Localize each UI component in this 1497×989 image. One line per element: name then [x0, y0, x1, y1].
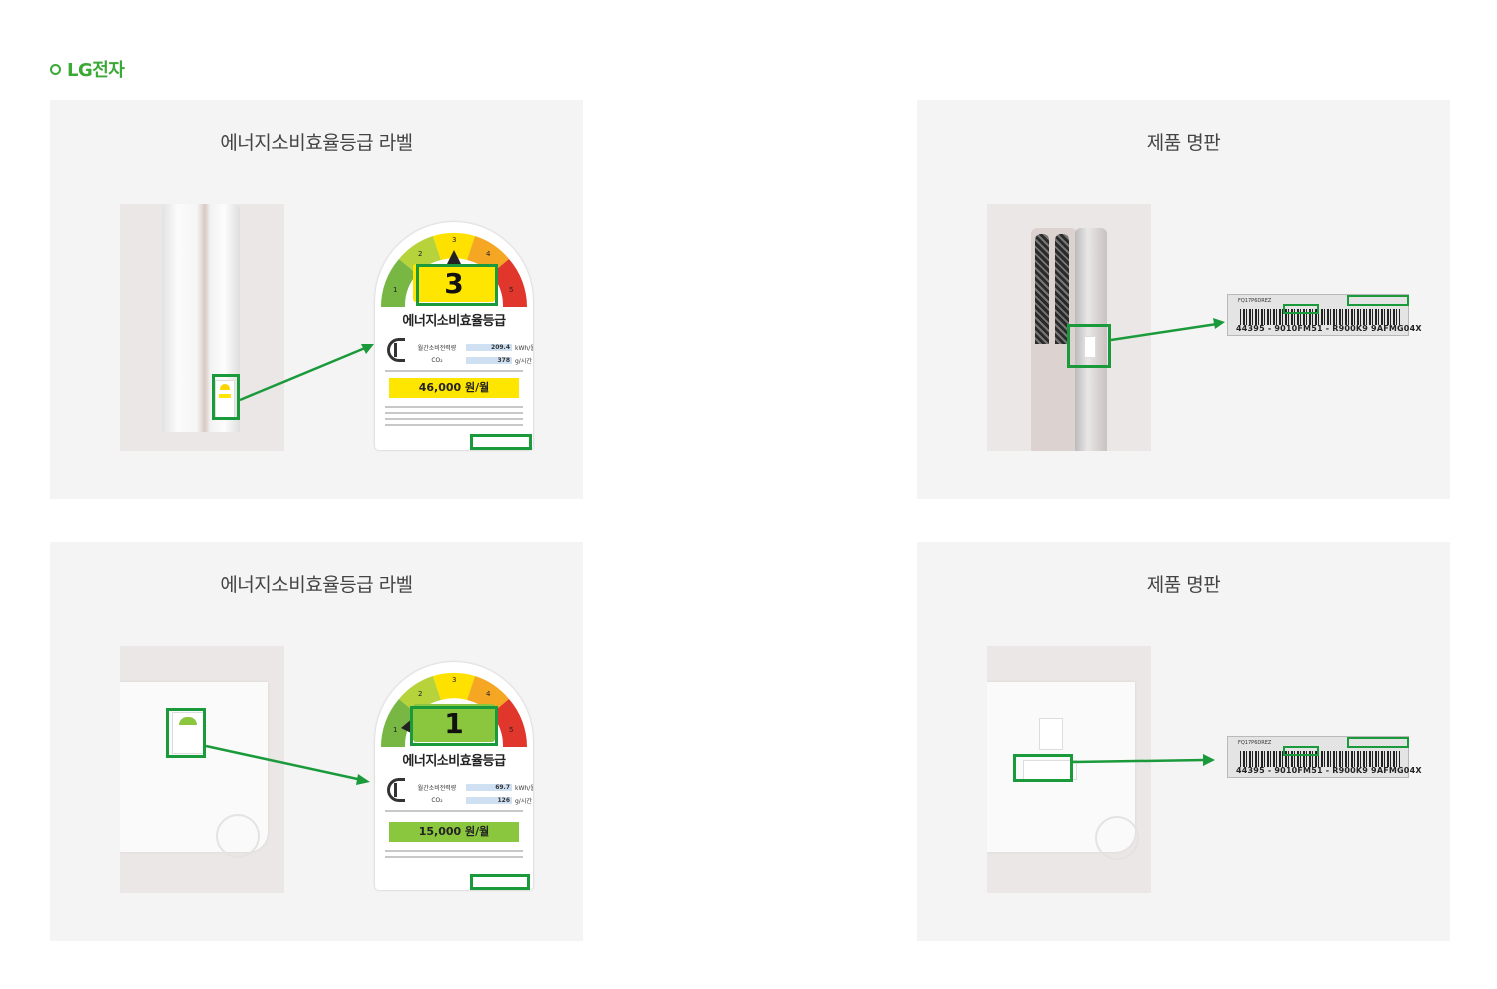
svg-text:1: 1 [393, 286, 397, 294]
label-heading: 에너지소비효율등급 [402, 754, 506, 769]
grade-value: 1 [413, 704, 495, 742]
date-code-highlight [1347, 737, 1409, 748]
svg-text:2: 2 [418, 690, 422, 698]
brand-name: LG전자 [67, 60, 125, 81]
co2-value: 126 [466, 796, 512, 804]
energy-label-panel-wall: 에너지소비효율등급 라벨 1 2 3 4 5 1 에너지소비효율등급 월간소비 [50, 542, 583, 941]
consumption-row: 월간소비전력량 69.7 kWh/월 [417, 783, 533, 792]
grade-highlight [410, 706, 498, 746]
grade-highlight [416, 264, 498, 306]
kc-mark-icon [387, 778, 405, 802]
consumption-value: 69.7 [466, 783, 512, 791]
svg-text:4: 4 [486, 250, 491, 258]
svg-text:2: 2 [418, 250, 422, 258]
panel-title: 에너지소비효율등급 라벨 [220, 132, 413, 154]
circle-icon [50, 63, 61, 75]
nameplate-panel-stand: 제품 명판 FQ17P6DREZ 44395 - 9010FM51 - R900… [917, 100, 1450, 499]
co2-value: 378 [466, 356, 512, 364]
nameplate-highlight [1067, 324, 1111, 368]
monthly-cost: 46,000 원/월 [389, 378, 519, 398]
barcode [1240, 751, 1400, 767]
product-photo-stand [120, 204, 284, 451]
svg-text:3: 3 [452, 236, 456, 244]
energy-label-panel-stand: 에너지소비효율등급 라벨 1 2 3 4 5 3 에너지소비효율등급 월간 [50, 100, 583, 499]
label-heading: 에너지소비효율등급 [402, 314, 506, 329]
grade-gauge: 1 2 3 4 5 [381, 232, 527, 307]
product-photo-wall-side [987, 646, 1151, 893]
nameplate-sticker [1084, 336, 1096, 358]
serial-highlight [1283, 746, 1319, 756]
date-highlight [470, 874, 530, 890]
svg-text:5: 5 [509, 286, 513, 294]
pointer-arrow [1072, 754, 1215, 766]
label-sticker [172, 712, 204, 754]
nameplate-label: FQ17P6DREZ 44395 - 9010FM51 - R900K9 9AF… [1227, 736, 1422, 778]
date-highlight [470, 434, 532, 450]
svg-text:1: 1 [393, 726, 397, 734]
kc-mark-icon [387, 338, 405, 362]
serial-highlight [1283, 304, 1319, 314]
svg-text:5: 5 [509, 726, 513, 734]
svg-text:4: 4 [486, 690, 491, 698]
label-highlight [166, 708, 206, 758]
monthly-cost: 15,000 원/월 [389, 822, 519, 842]
label-highlight [212, 374, 240, 420]
pointer-arrow [239, 344, 374, 402]
brand-heading: LG전자 [50, 56, 125, 82]
svg-text:3: 3 [452, 676, 456, 684]
date-code-highlight [1347, 295, 1409, 306]
barcode [1240, 309, 1400, 325]
nameplate-panel-wall: 제품 명판 FQ17P6DREZ 44395 - 9010FM51 - R900… [917, 542, 1450, 941]
panel-title: 제품 명판 [1146, 132, 1221, 154]
panel-title: 제품 명판 [1146, 574, 1221, 596]
consumption-value: 209.4 [466, 343, 512, 351]
panel-title: 에너지소비효율등급 라벨 [220, 574, 413, 596]
grade-gauge: 1 2 3 4 5 [381, 672, 527, 747]
nameplate-label: FQ17P6DREZ 44395 - 9010FM51 - R900K9 9AF… [1227, 294, 1422, 336]
grade-value: 3 [413, 264, 495, 302]
energy-label: 1 2 3 4 5 3 에너지소비효율등급 월간소비전력량 209.4 kWh/… [375, 222, 533, 450]
pointer-arrow [205, 744, 370, 785]
energy-label: 1 2 3 4 5 1 에너지소비효율등급 월간소비전력량 69.7 kWh/월… [375, 662, 533, 890]
label-sticker [1039, 718, 1063, 750]
pointer-arrow [1110, 318, 1225, 342]
nameplate-highlight [1013, 754, 1073, 782]
co2-row: CO₂ 378 g/시간 [431, 356, 532, 365]
co2-row: CO₂ 126 g/시간 [431, 796, 532, 805]
consumption-row: 월간소비전력량 209.4 kWh/월 [417, 343, 533, 352]
